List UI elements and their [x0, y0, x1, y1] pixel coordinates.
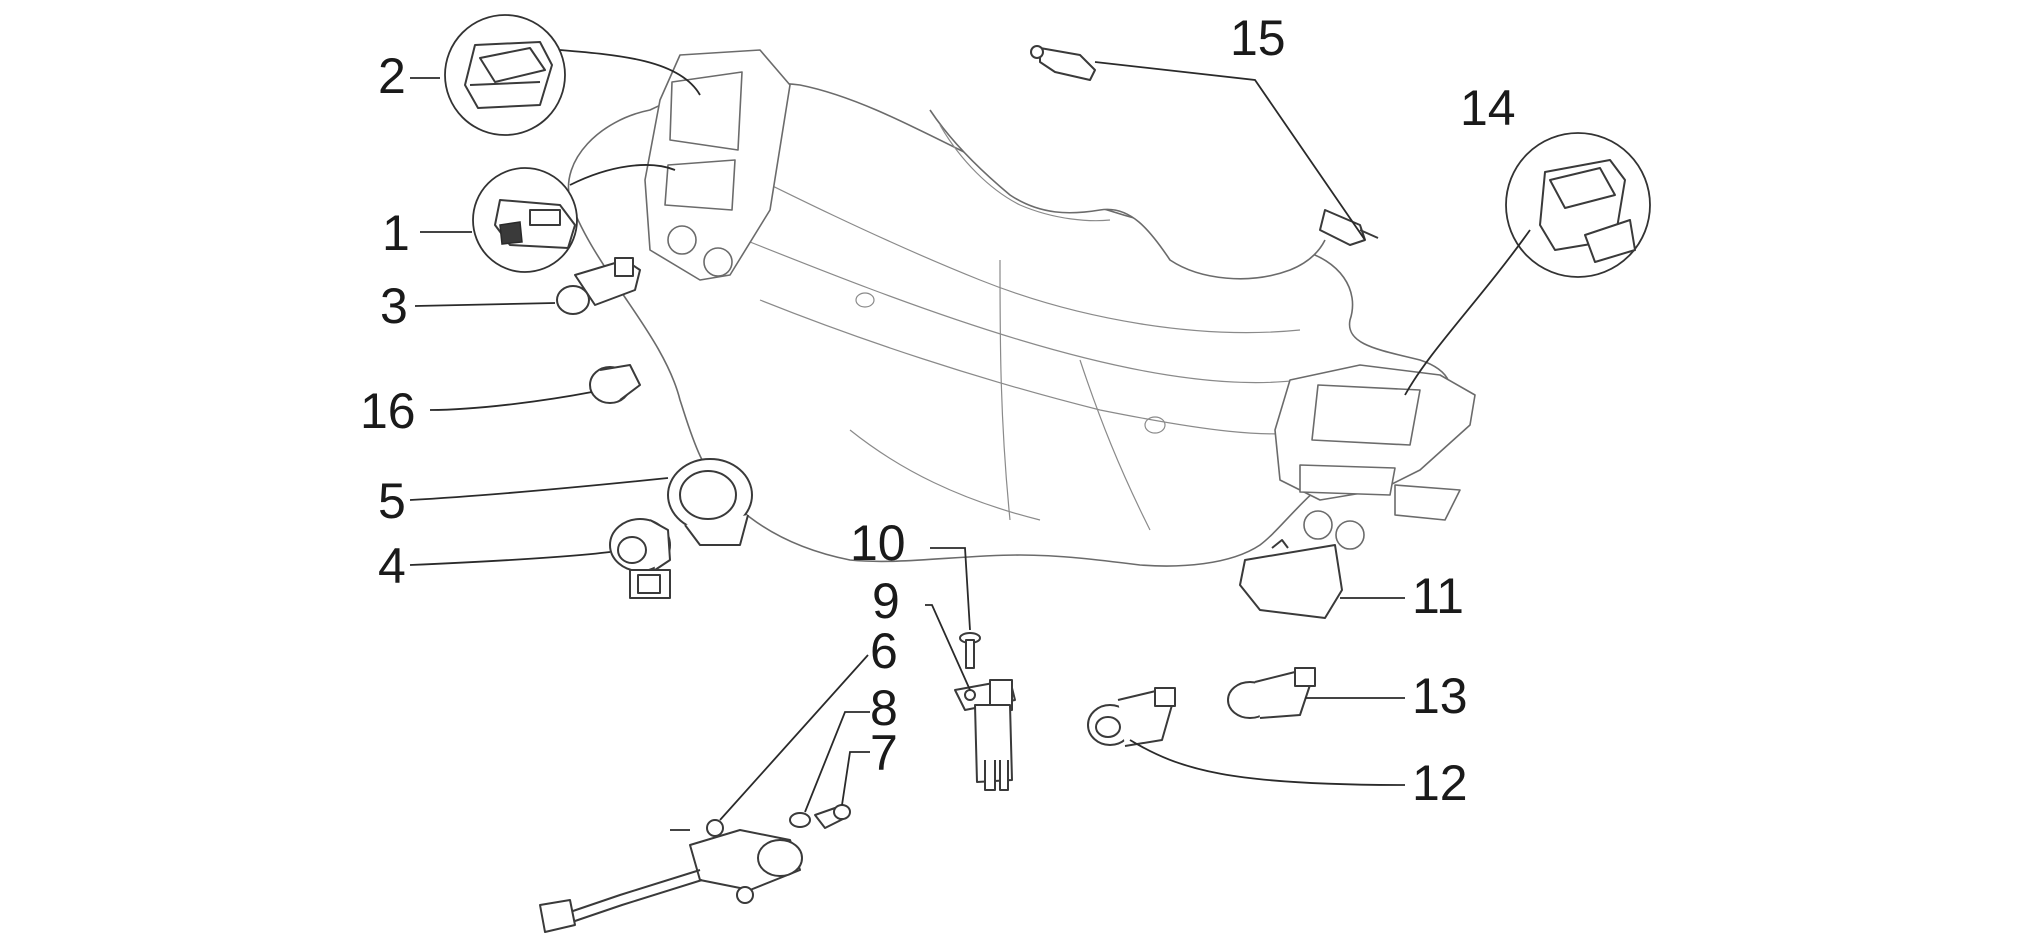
handlebar-cover-body [567, 82, 1452, 567]
part-6-side-stand-switch [539, 654, 869, 933]
part-7-bolt [814, 751, 870, 829]
left-switch-housing [644, 49, 791, 281]
callout-1: 1 [382, 205, 410, 261]
part-4-ignition-lock [409, 518, 671, 599]
part-14-starter-switch [1404, 132, 1651, 396]
part-15-bulbs [1030, 45, 1379, 246]
callout-13: 13 [1412, 668, 1468, 724]
part-3-push-switch [414, 257, 641, 315]
right-switch-housing [1274, 364, 1476, 550]
part-13-switch [1227, 667, 1405, 719]
callout-4: 4 [378, 538, 406, 594]
part-5-ignition-ring [409, 458, 753, 546]
callout-7: 7 [870, 725, 898, 781]
callout-5: 5 [378, 473, 406, 529]
part-9-brake-switch [925, 604, 1016, 791]
callout-8: 8 [870, 680, 898, 736]
part-1-hazard-switch [420, 164, 676, 273]
part-8-washer [789, 711, 870, 828]
part-16-cap [429, 364, 641, 411]
callout-16: 16 [360, 383, 416, 439]
part-2-light-switch [410, 14, 701, 136]
callout-3: 3 [380, 278, 408, 334]
callout-15: 15 [1230, 10, 1286, 66]
callout-11: 11 [1412, 568, 1464, 624]
part-12-switch [1087, 687, 1406, 786]
callout-6: 6 [870, 623, 898, 679]
part-11-cover-plate [1239, 539, 1405, 619]
callout-9: 9 [872, 573, 900, 629]
callout-10: 10 [850, 515, 906, 571]
part-10-screw [930, 547, 981, 669]
callout-12: 12 [1412, 755, 1468, 811]
callout-14: 14 [1460, 80, 1516, 136]
callout-2: 2 [378, 48, 406, 104]
